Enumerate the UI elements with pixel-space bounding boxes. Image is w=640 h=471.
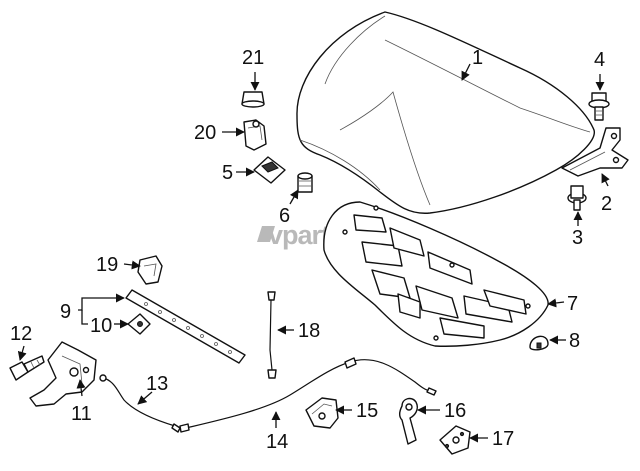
callout-4: 4 xyxy=(594,49,605,71)
leader-11 xyxy=(76,379,86,397)
release-handle xyxy=(305,397,339,429)
callout-5: 5 xyxy=(222,162,233,184)
leader-1 xyxy=(461,63,471,81)
hood-latch xyxy=(29,341,97,407)
callout-13: 13 xyxy=(146,373,168,395)
leader-6 xyxy=(289,189,299,205)
callout-15: 15 xyxy=(356,400,378,422)
callout-18: 18 xyxy=(298,320,320,342)
callout-21: 21 xyxy=(242,47,264,69)
bracket-clip xyxy=(137,255,163,285)
callout-9: 9 xyxy=(60,301,71,323)
leader-2 xyxy=(601,173,610,187)
hood-insulator xyxy=(323,201,549,347)
callout-1: 1 xyxy=(472,47,483,69)
callout-7: 7 xyxy=(567,293,578,315)
callout-19: 19 xyxy=(96,254,118,276)
hood-panel xyxy=(296,11,595,214)
hinge-bolt xyxy=(567,185,587,211)
leader-19 xyxy=(123,260,141,270)
leader-12 xyxy=(17,345,27,361)
callout-12: 12 xyxy=(10,323,32,345)
hood-bumper xyxy=(297,172,313,193)
clip xyxy=(253,156,286,184)
leader-9-branch xyxy=(81,310,88,325)
callout-8: 8 xyxy=(569,330,580,352)
bolt xyxy=(588,92,610,121)
callout-10: 10 xyxy=(90,315,112,337)
support-rod xyxy=(267,291,277,379)
lever-bracket xyxy=(439,425,471,455)
insulator-clip xyxy=(529,335,549,351)
latch-striker xyxy=(243,119,267,151)
callout-14: 14 xyxy=(266,431,288,453)
callout-2: 2 xyxy=(601,193,612,215)
callout-17: 17 xyxy=(492,428,514,450)
leader-7 xyxy=(547,298,565,308)
callout-numbers: 1 2 3 4 5 6 7 8 9 10 11 12 13 14 15 16 1… xyxy=(10,47,612,453)
leader-lines xyxy=(17,63,610,443)
release-cable xyxy=(99,374,181,433)
leader-13 xyxy=(137,391,153,405)
hood-hinge xyxy=(561,127,629,177)
callout-20: 20 xyxy=(194,122,216,144)
hood-seal xyxy=(125,289,246,364)
callout-3: 3 xyxy=(572,227,583,249)
hood-cable xyxy=(179,357,437,433)
seal-retainer xyxy=(127,313,151,335)
callout-6: 6 xyxy=(279,205,290,227)
callout-11: 11 xyxy=(71,403,92,425)
latch-bolt xyxy=(9,355,45,381)
release-lever xyxy=(399,397,419,445)
leader-9 xyxy=(78,293,125,311)
bumper-cap xyxy=(241,91,265,108)
callout-16: 16 xyxy=(444,400,466,422)
